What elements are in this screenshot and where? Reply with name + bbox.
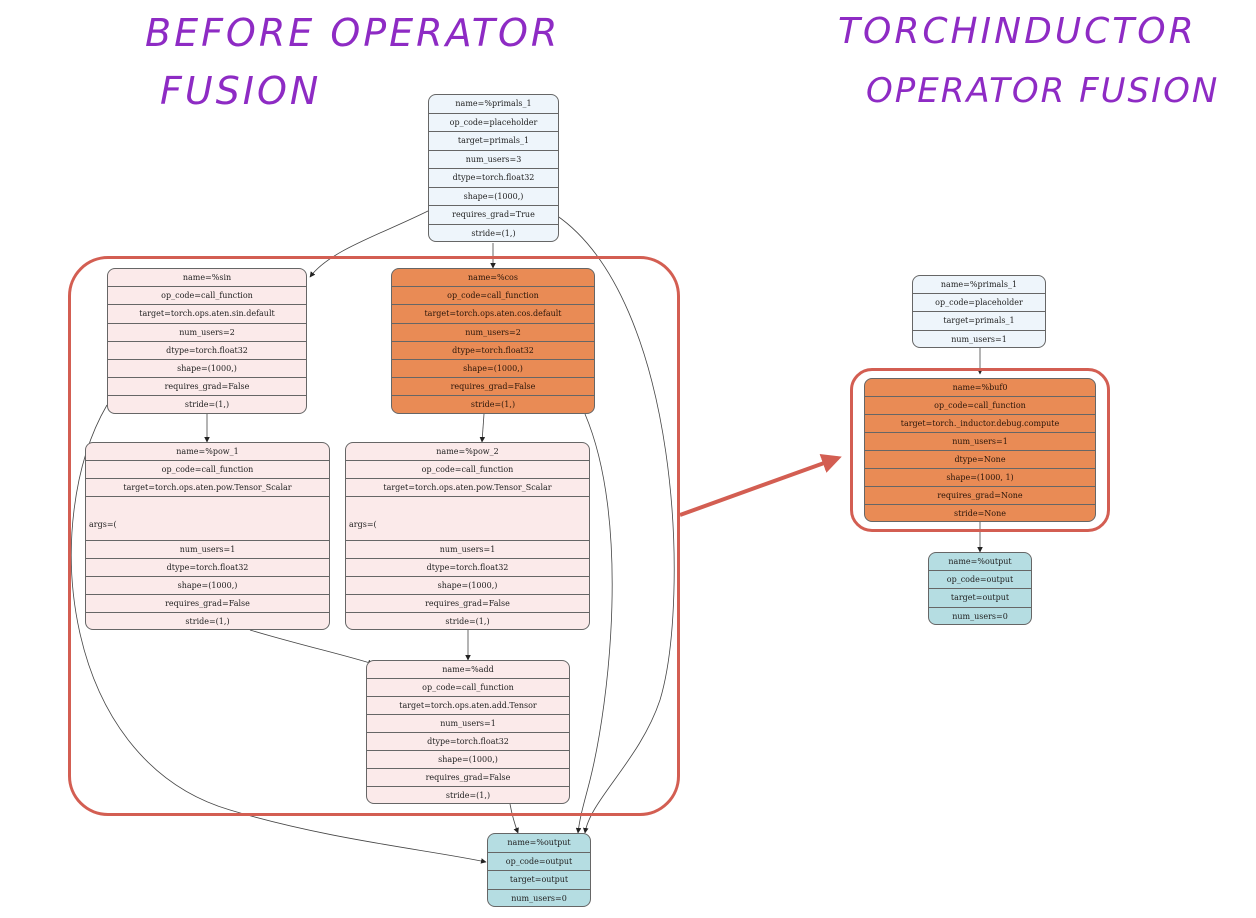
node-row: dtype=torch.float32 (367, 733, 569, 751)
node-sin: name=%sin op_code=call_function target=t… (107, 268, 307, 414)
fused-ops-highlight-right (850, 368, 1110, 532)
edge-add-output (509, 803, 519, 834)
node-row: shape=(1000,) (392, 360, 594, 379)
node-row: target=output (929, 589, 1031, 608)
node-row: requires_grad=False (346, 595, 589, 613)
edge-primals-sin (309, 209, 431, 278)
node-row: num_users=1 (346, 541, 589, 559)
node-row: op_code=call_function (108, 287, 306, 306)
node-row: num_users=1 (367, 715, 569, 733)
node-row: op_code=call_function (392, 287, 594, 306)
node-row: dtype=None (865, 451, 1095, 469)
node-row: op_code=placeholder (913, 294, 1045, 313)
node-row: requires_grad=False (392, 378, 594, 397)
node-row: op_code=placeholder (429, 114, 558, 132)
node-row: num_users=0 (511, 893, 567, 903)
node-row: target=output (488, 871, 590, 890)
node-row: num_users=1 (86, 541, 329, 559)
node-row: stride=(1,) (185, 617, 230, 626)
node-row: op_code=call_function (346, 461, 589, 479)
node-row: op_code=call_function (367, 679, 569, 697)
node-row: num_users=2 (108, 324, 306, 342)
node-row: requires_grad=None (865, 487, 1095, 505)
node-row: shape=(1000,) (346, 577, 589, 595)
node-row: op_code=output (488, 853, 590, 871)
node-row: shape=(1000, 1) (865, 469, 1095, 487)
node-row: requires_grad=False (108, 378, 306, 397)
node-row: op_code=call_function (86, 461, 329, 479)
node-row: name=%sin (108, 269, 306, 288)
node-row: stride=(1,) (445, 791, 491, 800)
node-row: requires_grad=False (367, 769, 569, 787)
node-row: op_code=output (929, 571, 1031, 590)
node-row: num_users=3 (429, 151, 558, 169)
before-fusion-heading-line1: BEFORE OPERATOR (145, 11, 561, 55)
node-row: name=%cos (392, 269, 594, 288)
node-row: dtype=torch.float32 (392, 342, 594, 360)
node-row: num_users=1 (865, 433, 1095, 451)
edge-cos-pow2 (479, 413, 486, 443)
node-row: stride=(1,) (445, 617, 490, 626)
after-node-output: name=%output op_code=output target=outpu… (928, 552, 1032, 625)
node-row: shape=(1000,) (108, 360, 306, 379)
node-row: stride=(1,) (471, 228, 516, 238)
after-node-buf0: name=%buf0 op_code=call_function target=… (864, 378, 1096, 522)
node-pow-2: name=%pow_2 op_code=call_function target… (345, 442, 590, 630)
node-row: stride=None (954, 509, 1006, 518)
node-row: name=%primals_1 (913, 276, 1045, 295)
node-row: requires_grad=False (86, 595, 329, 613)
node-row: shape=(1000,) (86, 577, 329, 595)
node-row: requires_grad=True (429, 206, 558, 225)
node-row: dtype=torch.float32 (86, 559, 329, 577)
node-row: target=torch.ops.aten.pow.Tensor_Scalar (346, 479, 589, 497)
node-row: target=torch.ops.aten.add.Tensor (367, 697, 569, 715)
node-row: shape=(1000,) (429, 188, 558, 206)
after-fusion-heading-line1: TORCHINDUCTOR (838, 11, 1197, 52)
node-add: name=%add op_code=call_function target=t… (366, 660, 570, 804)
after-node-primals-1: name=%primals_1 op_code=placeholder targ… (912, 275, 1046, 348)
node-row: dtype=torch.float32 (346, 559, 589, 577)
node-row: name=%pow_2 (346, 443, 589, 461)
fused-ops-highlight-left (68, 256, 680, 816)
node-row: target=torch._inductor.debug.compute (865, 415, 1095, 433)
node-row: target=torch.ops.aten.pow.Tensor_Scalar (86, 479, 329, 497)
node-row: num_users=0 (952, 611, 1008, 621)
before-fusion-heading-line2: FUSION (160, 69, 322, 113)
node-row: shape=(1000,) (367, 751, 569, 769)
args-open: args=( (89, 520, 117, 529)
node-row: num_users=1 (951, 334, 1007, 344)
node-row: stride=(1,) (184, 400, 230, 410)
node-row: dtype=torch.float32 (108, 342, 306, 360)
node-cos: name=%cos op_code=call_function target=t… (391, 268, 595, 414)
node-args-row: args=( 2, ) (86, 497, 329, 541)
node-row: name=%output (929, 553, 1031, 572)
args-open: args=( (349, 520, 377, 529)
node-pow-1: name=%pow_1 op_code=call_function target… (85, 442, 330, 630)
node-primals-1: name=%primals_1 op_code=placeholder targ… (428, 94, 559, 242)
node-row: name=%output (488, 834, 590, 853)
node-row: dtype=torch.float32 (429, 169, 558, 188)
node-output: name=%output op_code=output target=outpu… (487, 833, 591, 907)
node-args-row: args=( 2, ) (346, 497, 589, 541)
node-row: stride=(1,) (470, 400, 516, 410)
node-row: target=torch.ops.aten.cos.default (392, 305, 594, 324)
edge-sin-output (70, 404, 487, 864)
edge-primals-output (555, 214, 675, 834)
node-row: name=%primals_1 (429, 95, 558, 114)
after-fusion-heading-line2: OPERATOR FUSION (866, 71, 1220, 111)
node-row: target=torch.ops.aten.sin.default (108, 305, 306, 324)
node-row: num_users=2 (392, 324, 594, 342)
edge-cos-output (575, 413, 613, 834)
node-row: target=primals_1 (429, 132, 558, 151)
node-row: op_code=call_function (865, 397, 1095, 415)
node-row: name=%buf0 (865, 379, 1095, 397)
node-row: target=primals_1 (913, 312, 1045, 331)
node-row: name=%pow_1 (86, 443, 329, 461)
node-row: name=%add (367, 661, 569, 679)
fusion-transform-arrow (679, 454, 842, 517)
edge-pow1-add (249, 629, 374, 666)
